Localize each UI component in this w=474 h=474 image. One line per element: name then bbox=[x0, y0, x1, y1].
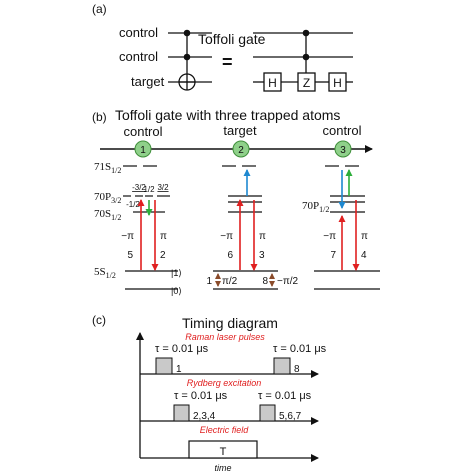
rydberg-pulse-5-6-7 bbox=[259, 404, 276, 422]
svg-text:5S1/2: 5S1/2 bbox=[94, 266, 116, 280]
qubit-state-1: |1⟩ bbox=[171, 268, 182, 278]
atom-2-step-right: 3 bbox=[259, 250, 265, 261]
panel-b-title: Toffoli gate with three trapped atoms bbox=[115, 107, 340, 123]
atom-3-pi: π bbox=[361, 231, 368, 242]
raman-pulse-1 bbox=[155, 357, 173, 375]
mj-label-3: 1/2 bbox=[143, 185, 155, 194]
gate-h-1-label: H bbox=[268, 76, 277, 90]
level-label-70s: 70S1/2 bbox=[94, 208, 121, 222]
gate-z bbox=[297, 72, 316, 92]
svg-text:70P1/2: 70P1/2 bbox=[302, 200, 329, 214]
atom-3-step-left: 7 bbox=[330, 250, 336, 261]
electric-field-caption: Electric field bbox=[200, 425, 250, 435]
panel-a-title: Toffoli gate bbox=[198, 31, 266, 47]
atom-2-levels bbox=[213, 165, 278, 290]
rydberg-pulse-right-label: 5,6,7 bbox=[279, 411, 302, 422]
raman-pulse-8 bbox=[273, 357, 291, 375]
control-dot-right-1 bbox=[302, 29, 310, 37]
raman-tau-right: τ = 0.01 μs bbox=[273, 343, 327, 355]
gate-h-2 bbox=[328, 72, 347, 92]
rydberg-pulse-2-3-4 bbox=[173, 404, 190, 422]
electric-field-pulse bbox=[188, 440, 258, 459]
rydberg-tau-left: τ = 0.01 μs bbox=[174, 390, 228, 402]
electric-field-pulse-label: T bbox=[220, 446, 227, 458]
atom-label-2: target bbox=[223, 123, 257, 138]
wire-label-control-2: control bbox=[119, 49, 158, 64]
svg-text:70S1/2: 70S1/2 bbox=[94, 208, 121, 222]
level-label-5s: 5S1/2 bbox=[94, 266, 116, 280]
time-axis-label: time bbox=[214, 463, 231, 473]
control-dot-right-2 bbox=[302, 53, 310, 61]
wire-label-control-1: control bbox=[119, 25, 158, 40]
atom-1-number: 1 bbox=[140, 145, 146, 156]
mj-label-2: -1/2 bbox=[126, 200, 140, 209]
atom-2-icon bbox=[232, 140, 250, 158]
atom-2-raman-angle-left: π/2 bbox=[222, 276, 238, 287]
control-dot-1 bbox=[183, 29, 191, 37]
level-label-71s: 71S1/2 bbox=[94, 161, 121, 175]
wire-label-target: target bbox=[131, 74, 165, 89]
atom-2-minus-pi: −π bbox=[220, 231, 233, 242]
mj-label-4: 3/2 bbox=[157, 183, 169, 192]
atom-1-levels bbox=[123, 165, 178, 290]
level-label-70p-right: 70P1/2 bbox=[302, 200, 329, 214]
atom-2-number: 2 bbox=[238, 145, 244, 156]
panel-b-label: (b) bbox=[92, 110, 107, 124]
atom-3-step-right: 4 bbox=[361, 250, 367, 261]
gate-h-2-label: H bbox=[333, 76, 342, 90]
atom-3-levels bbox=[314, 165, 380, 290]
svg-text:70P3/2: 70P3/2 bbox=[94, 191, 121, 205]
mj-label-1: -3/2 bbox=[132, 183, 146, 192]
atom-2-raman-step-right: 8 bbox=[262, 276, 268, 287]
gate-z-label: Z bbox=[303, 76, 310, 90]
atom-label-1: control bbox=[123, 124, 162, 139]
equals-sign: = bbox=[222, 52, 233, 72]
atom-3-number: 3 bbox=[340, 145, 346, 156]
atom-2-step-left: 6 bbox=[227, 250, 233, 261]
panel-a-label: (a) bbox=[92, 2, 107, 16]
panel-b: (b) Toffoli gate with three trapped atom… bbox=[92, 107, 380, 296]
panel-c: (c) Timing diagram Raman laser pulses τ … bbox=[92, 313, 327, 473]
raman-caption: Raman laser pulses bbox=[185, 332, 265, 342]
control-dot-2 bbox=[183, 53, 191, 61]
rydberg-pulse-left-label: 2,3,4 bbox=[193, 411, 216, 422]
atom-1-step-right: 2 bbox=[160, 250, 166, 261]
rydberg-caption: Rydberg excitation bbox=[187, 378, 262, 388]
atom-1-pi: π bbox=[160, 231, 167, 242]
panel-a: (a) Toffoli gate control control target … bbox=[92, 2, 353, 92]
gate-h-1 bbox=[263, 72, 282, 92]
atom-3-minus-pi: −π bbox=[323, 231, 336, 242]
atom-2-pi: π bbox=[259, 231, 266, 242]
atom-1-minus-pi: −π bbox=[121, 231, 134, 242]
raman-pulse-1-label: 1 bbox=[176, 364, 182, 375]
atom-1-icon bbox=[134, 140, 152, 158]
atom-2-raman-step-left: 1 bbox=[206, 276, 212, 287]
rydberg-tau-right: τ = 0.01 μs bbox=[258, 390, 312, 402]
atom-label-3: control bbox=[322, 123, 361, 138]
svg-text:71S1/2: 71S1/2 bbox=[94, 161, 121, 175]
qubit-state-0: |0⟩ bbox=[171, 286, 182, 296]
panel-c-label: (c) bbox=[92, 313, 106, 327]
atom-1-step-left: 5 bbox=[127, 250, 133, 261]
atom-3-icon bbox=[334, 140, 352, 158]
panel-c-title: Timing diagram bbox=[182, 315, 278, 331]
atom-2-raman-angle-right: −π/2 bbox=[277, 276, 299, 287]
raman-pulse-8-label: 8 bbox=[294, 364, 300, 375]
raman-tau-left: τ = 0.01 μs bbox=[155, 343, 209, 355]
level-label-70p: 70P3/2 bbox=[94, 191, 121, 205]
